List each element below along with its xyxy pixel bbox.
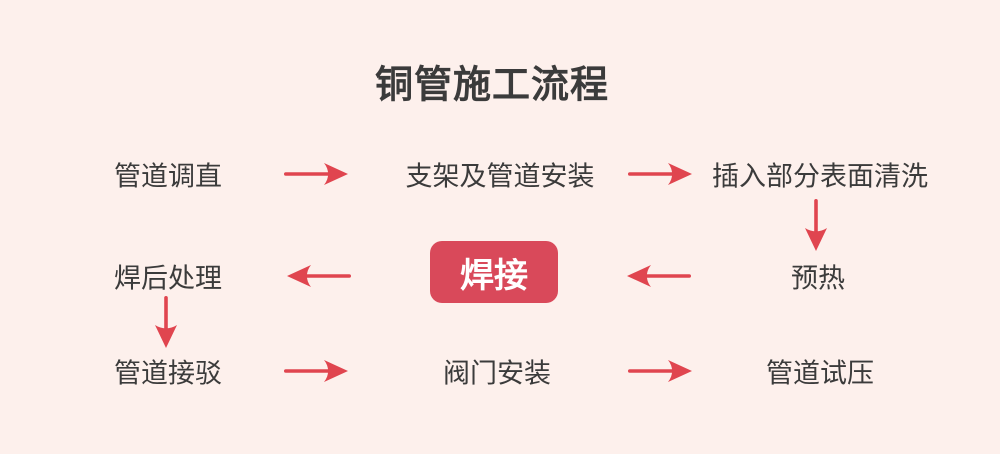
- page-title: 铜管施工流程: [374, 64, 610, 107]
- arrow-right-icon: [628, 162, 692, 186]
- arrow-right-icon: [628, 359, 692, 383]
- arrow-right-icon: [284, 359, 348, 383]
- step-bracket-pipe-installation: 支架及管道安装: [405, 161, 595, 192]
- arrow-right-icon: [284, 162, 348, 186]
- step-post-weld-treatment: 焊后处理: [114, 263, 222, 294]
- arrow-left-icon: [287, 264, 351, 288]
- step-pipe-connection: 管道接驳: [114, 358, 222, 389]
- step-welding: 焊接: [430, 241, 558, 303]
- arrow-down-icon: [154, 296, 178, 348]
- step-preheating: 预热: [791, 263, 845, 294]
- step-valve-installation: 阀门安装: [443, 358, 551, 389]
- step-insertion-surface-cleaning: 插入部分表面清洗: [712, 161, 928, 192]
- step-pipe-straightening: 管道调直: [114, 161, 222, 192]
- arrow-left-icon: [627, 264, 691, 288]
- arrow-down-icon: [804, 199, 828, 251]
- step-pipe-pressure-test: 管道试压: [766, 358, 874, 389]
- step-welding-label: 焊接: [460, 256, 528, 295]
